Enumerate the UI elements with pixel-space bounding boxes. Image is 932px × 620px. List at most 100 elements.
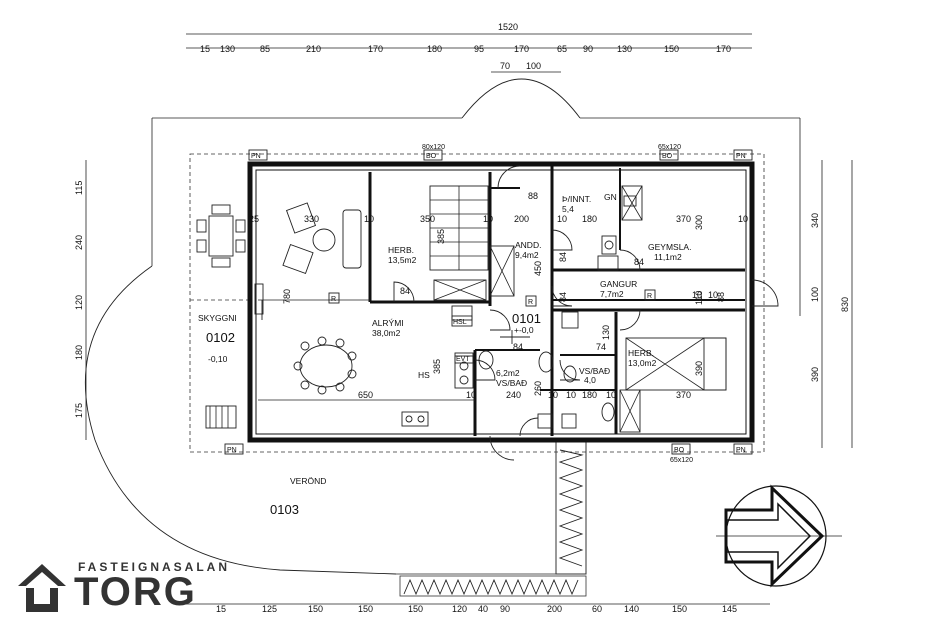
- window-tag-pn: PN: [736, 447, 746, 454]
- interior-dim: 650: [358, 390, 373, 400]
- window-size: 65x120: [670, 457, 693, 464]
- dim-right: 100: [810, 287, 820, 302]
- dim-bottom: 150: [358, 604, 373, 614]
- room-vs2-area: 4,0: [584, 375, 596, 385]
- bottom-dimension-line: 15 125 150 150 150 120 40 90 200 60 140 …: [186, 603, 770, 614]
- interior-dim: 10: [566, 390, 576, 400]
- interior-dim: 350: [420, 214, 435, 224]
- top-dimension-lines: 1520 15 130 85 210 170 180 95 170 65 90 …: [186, 22, 752, 73]
- dim-top: 150: [664, 44, 679, 54]
- dim-bottom: 145: [722, 604, 737, 614]
- markers: [254, 283, 530, 344]
- skyggni-level: -0,10: [208, 354, 228, 364]
- dim-top-door: 70: [500, 61, 510, 71]
- fixture-r: R: [331, 296, 336, 303]
- interior-dim: 84: [634, 257, 644, 267]
- interior-dim: 25: [249, 214, 259, 224]
- interior-dim: 10: [606, 390, 616, 400]
- staircase: [429, 185, 489, 301]
- interior-dim: 260: [533, 381, 543, 396]
- terrace-outline: [84, 78, 801, 575]
- interior-dim: 10: [466, 390, 476, 400]
- interior-dim: 200: [514, 214, 529, 224]
- room-gangur-name: GANGUR: [600, 279, 637, 289]
- window-tag-pn: PN: [227, 447, 237, 454]
- room-andd-area: 9,4m2: [515, 250, 539, 260]
- window-tag-pn: PN: [736, 153, 746, 160]
- walkway: [399, 439, 587, 597]
- fixture-evt: EVT: [456, 356, 470, 363]
- interior-dim: 84: [513, 342, 523, 352]
- dim-left: 240: [74, 235, 84, 250]
- dim-top: 85: [260, 44, 270, 54]
- dim-bottom: 15: [216, 604, 226, 614]
- room-thv-gn: GN: [604, 192, 617, 202]
- interior-dim: 370: [676, 390, 691, 400]
- roof-outline: [189, 153, 765, 453]
- brand-logo: FASTEIGNASALAN TORG: [14, 558, 264, 614]
- patio-furniture: [196, 204, 246, 429]
- exterior-walls: [247, 161, 755, 443]
- dim-top: 15: [200, 44, 210, 54]
- interior-dim: 10: [692, 290, 702, 300]
- dim-bottom: 150: [408, 604, 423, 614]
- dim-right: 390: [810, 367, 820, 382]
- interior-dim: 450: [533, 261, 543, 276]
- interior-dim: 110: [694, 291, 704, 305]
- dim-top: 95: [474, 44, 484, 54]
- dim-top-door: 100: [526, 61, 541, 71]
- interior-dim: 130: [601, 325, 611, 340]
- fixture-hs: HS: [418, 370, 430, 380]
- dim-bottom: 140: [624, 604, 639, 614]
- dim-top: 170: [716, 44, 731, 54]
- logo-line1: FASTEIGNASALAN: [78, 560, 231, 574]
- skyggni-code: 0102: [206, 330, 235, 345]
- window-tag-bo: BO: [674, 447, 685, 454]
- dim-top: 130: [617, 44, 632, 54]
- interior-dim: 10: [364, 214, 374, 224]
- room-herb-name: HERB.: [388, 245, 414, 255]
- room-alrymi-area: 38,0m2: [372, 328, 401, 338]
- room-thv-name: Þ/INNT.: [562, 194, 591, 204]
- logo-line2: TORG: [74, 570, 197, 614]
- house-logo-icon: [18, 564, 66, 612]
- dim-bottom: 60: [592, 604, 602, 614]
- dim-bottom: 125: [262, 604, 277, 614]
- window-tags: PN PN PN PN BO 80x120 BO 65x120 BO 65x12…: [224, 144, 753, 464]
- window-tag-bo: BO: [662, 153, 673, 160]
- interior-dim: 330: [304, 214, 319, 224]
- interior-dim: 10: [708, 290, 718, 300]
- room-andd-name: ANDD.: [515, 240, 541, 250]
- north-arrow-icon: [716, 484, 842, 588]
- dim-left: 180: [74, 345, 84, 360]
- beds: [625, 337, 727, 391]
- window-tag-pn: PN: [251, 153, 261, 160]
- interior-dim: 240: [506, 390, 521, 400]
- interior-dim: 88: [716, 292, 726, 302]
- fixture-hsl: HSL: [453, 319, 467, 326]
- window-size: 65x120: [658, 144, 681, 151]
- room-vs1-area: 6,2m2: [496, 368, 520, 378]
- room-alrymi-name: ALRÝMI: [372, 318, 404, 328]
- dim-left: 175: [74, 403, 84, 418]
- interior-dim: 88: [528, 191, 538, 201]
- dim-left: 120: [74, 295, 84, 310]
- left-dimension-line: 115 240 120 180 175: [74, 160, 87, 440]
- interior-dim: 390: [694, 361, 704, 376]
- interior-dimensions: 330 10 350 385 10 200 88 10 180 370 300 …: [249, 191, 748, 400]
- interior-dim: 385: [432, 359, 442, 374]
- room-labels: HERB. 13,5m2 ANDD. 9,4m2 Þ/INNT. 5,4 GN …: [198, 192, 691, 517]
- interior-dim: 84: [400, 286, 410, 296]
- skyggni-name: SKYGGNI: [198, 313, 237, 323]
- interior-dim: 370: [676, 214, 691, 224]
- dim-top: 170: [514, 44, 529, 54]
- fixture-r: R: [528, 299, 533, 306]
- room-herb2-area: 13,0m2: [628, 358, 657, 368]
- room-geymsla-name: GEYMSLA.: [648, 242, 691, 252]
- dim-top: 90: [583, 44, 593, 54]
- interior-dim: 180: [582, 214, 597, 224]
- living-furniture: [282, 202, 429, 427]
- unit-0101-level: +-0,0: [514, 325, 534, 335]
- dim-bottom: 150: [672, 604, 687, 614]
